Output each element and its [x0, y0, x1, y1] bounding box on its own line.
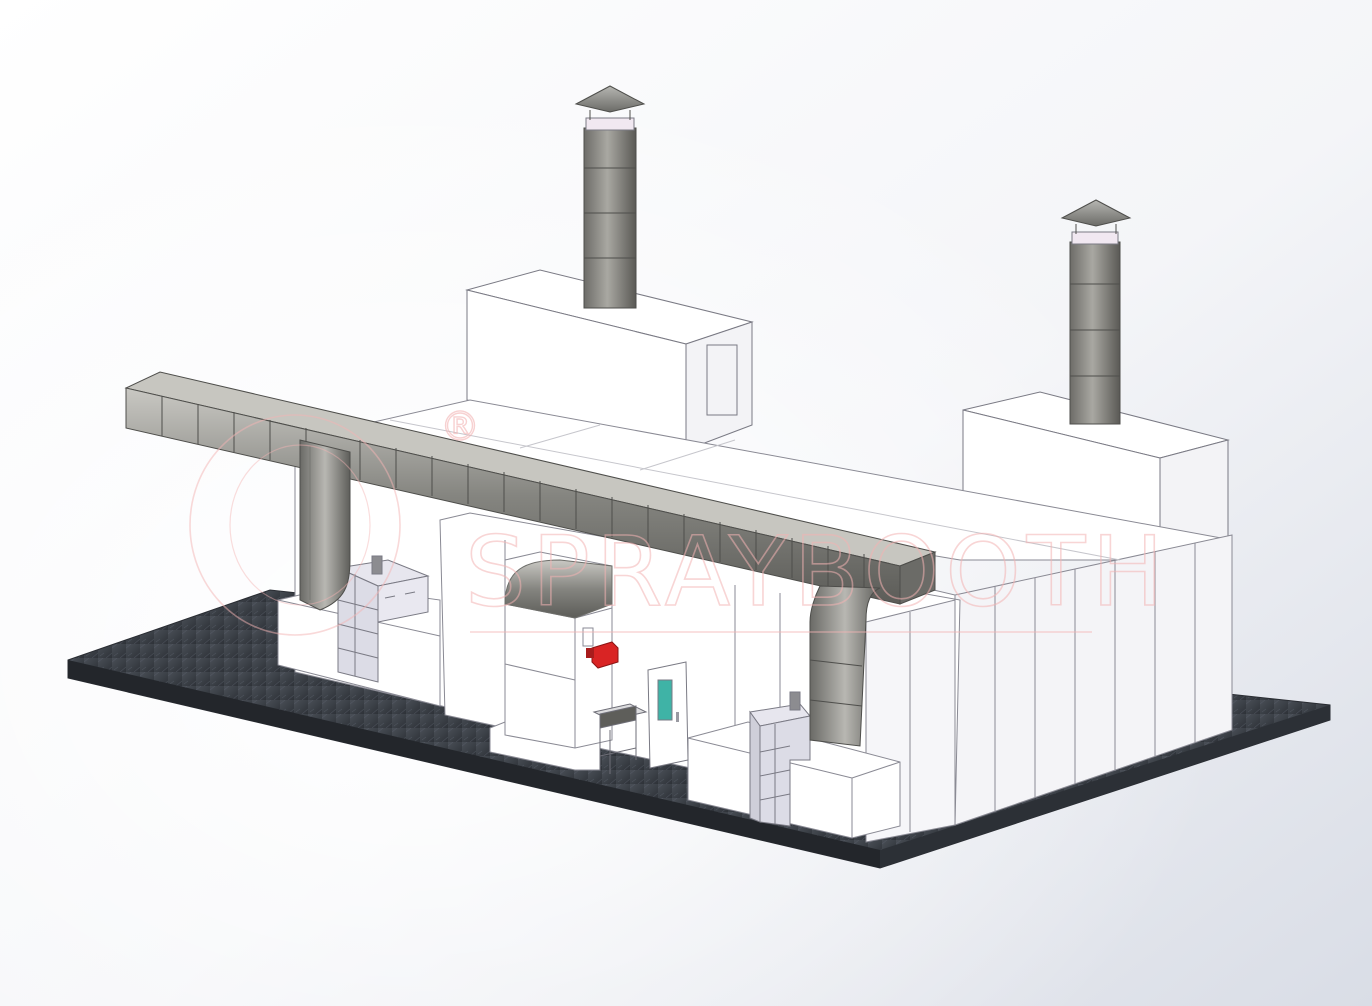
watermark-logo-ring: [189, 414, 401, 636]
left-filter-cabinet: [336, 555, 430, 683]
right-drop-duct: [809, 585, 881, 747]
left-drop-duct: [299, 439, 351, 611]
right-chimney: [1060, 199, 1132, 425]
personnel-door: [647, 661, 689, 769]
work-bench: [592, 703, 648, 774]
left-chimney: [574, 85, 646, 309]
chimney-cap-icon: [1060, 199, 1132, 234]
watermark-brand-text: SPRAYBOOTH: [465, 516, 1170, 628]
right-filter-cabinet: [749, 691, 811, 827]
air-makeup-unit: [489, 551, 613, 771]
watermark: SPRAYBOOTH ®: [189, 403, 1170, 636]
burner-icon: [586, 641, 619, 669]
watermark-registered-mark: ®: [440, 404, 480, 450]
watermark-logo-ring-inner: [229, 444, 371, 606]
right-base-plinth: [687, 721, 901, 839]
chimney-cap-icon: [574, 85, 646, 120]
